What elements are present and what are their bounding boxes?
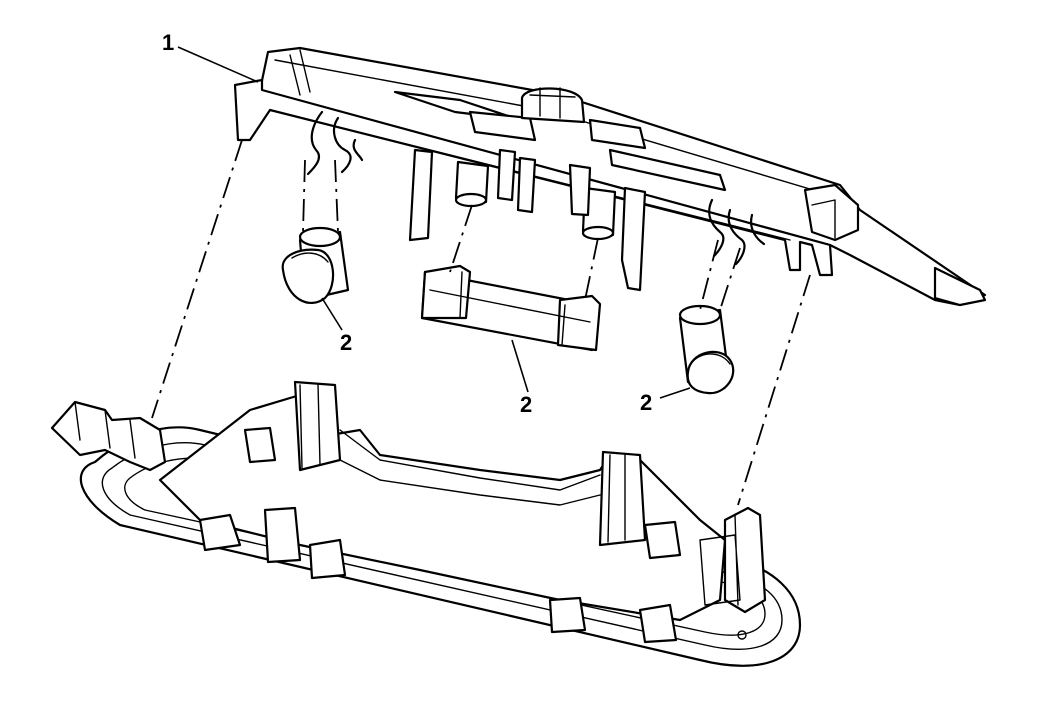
callout-leaders [177, 46, 691, 399]
bulb-right [678, 304, 735, 395]
callout-housing-label: 1 [162, 30, 174, 55]
bulb-left [281, 226, 350, 304]
bulb-fuse-center [420, 264, 602, 352]
alignment-lines [151, 139, 811, 506]
callout-bulb-left-label: 2 [340, 330, 352, 355]
lamp-housing [233, 46, 987, 307]
lamp-bezel [50, 380, 802, 667]
callout-bulb-center-label: 2 [520, 392, 532, 417]
callout-bulb-right-label: 2 [640, 390, 652, 415]
